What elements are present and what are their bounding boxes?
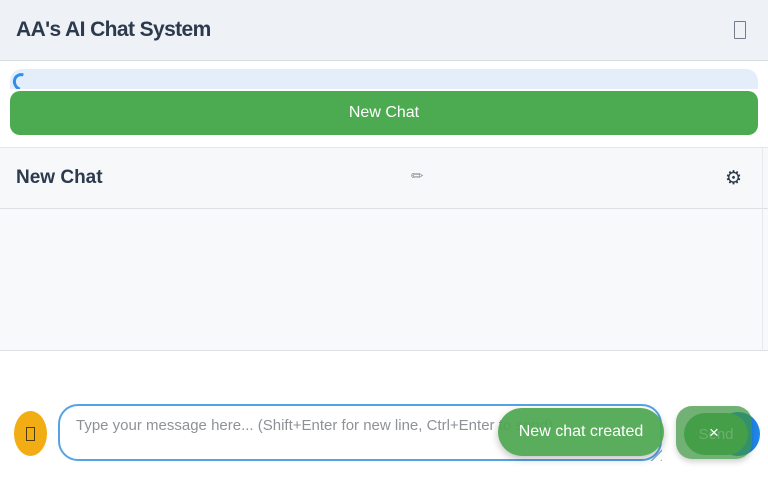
right-gutter-divider <box>762 148 763 353</box>
emoji-button[interactable] <box>14 411 47 456</box>
toast-notification: New chat created <box>498 408 664 456</box>
app-title: AA's AI Chat System <box>16 18 211 41</box>
chat-section-header: New Chat ✏ ⚙ <box>0 147 768 208</box>
close-icon: × <box>709 422 719 442</box>
missing-glyph-icon <box>734 21 746 39</box>
edit-pencil-icon[interactable]: ✏ <box>411 167 424 185</box>
settings-gear-icon[interactable]: ⚙ <box>724 166 742 189</box>
loading-spinner-icon <box>10 70 34 89</box>
clipped-info-band <box>10 69 758 89</box>
chat-messages-area <box>0 208 768 351</box>
chat-title: New Chat <box>16 167 103 188</box>
emoji-missing-glyph-icon <box>26 426 35 441</box>
toast-close-button[interactable]: × <box>676 406 752 459</box>
app-header: AA's AI Chat System <box>0 0 768 61</box>
new-chat-button[interactable]: New Chat <box>10 91 758 135</box>
composer-bar: Send New chat created × <box>0 351 768 479</box>
